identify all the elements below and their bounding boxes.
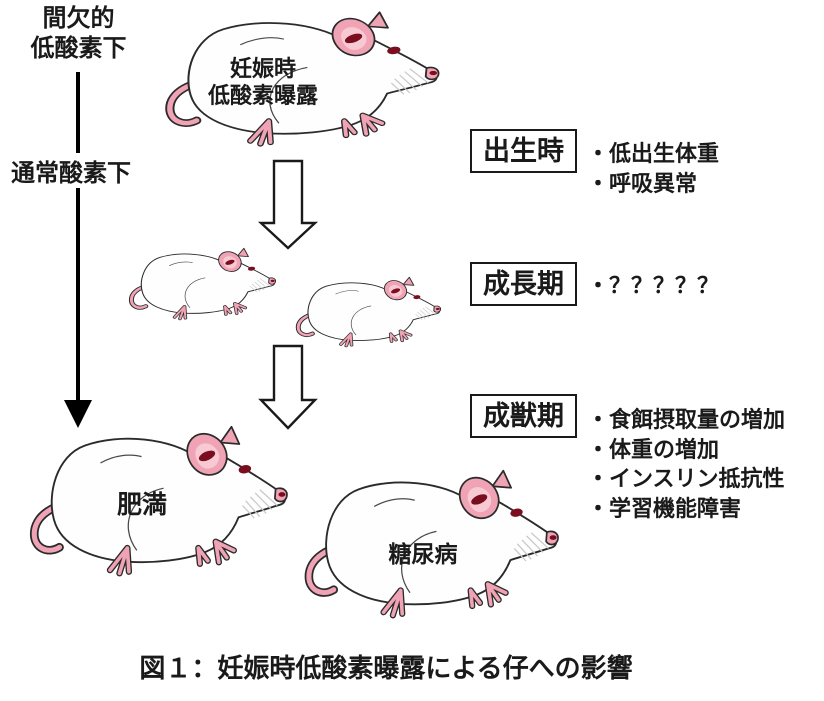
- stage-box-adult: 成獣期: [470, 394, 577, 438]
- bullet-item: ・体重の増加: [587, 436, 720, 462]
- intermittent-hypoxia-line2: 低酸素下: [30, 35, 127, 62]
- bullet-item: ・低出生体重: [587, 141, 720, 166]
- mother-rat-label-line2: 低酸素曝露: [207, 83, 318, 108]
- mother-rat-label: 妊娠時 低酸素曝露: [188, 55, 338, 109]
- diabetes-label: 糖尿病: [388, 541, 458, 567]
- bullet-item: ・学習機能障害: [587, 495, 742, 521]
- timeline-down-arrow-icon: [64, 72, 92, 428]
- bullet-item: ・？？？？？: [587, 273, 720, 298]
- normoxia-label: 通常酸素下: [9, 153, 133, 188]
- stage-box-growth: 成長期: [470, 262, 577, 306]
- intermittent-hypoxia-label: 間欠的 低酸素下: [6, 4, 151, 64]
- block-down-arrow-icon-2: [258, 344, 318, 430]
- mother-rat-label-line1: 妊娠時: [229, 56, 296, 81]
- bullet-item: ・インスリン抵抗性: [587, 466, 785, 491]
- stage-bullets-adult: ・食餌摂取量の増加 ・体重の増加 ・インスリン抵抗性 ・学習機能障害: [587, 405, 785, 523]
- bullet-item: ・呼吸異常: [587, 170, 698, 196]
- stage-bullets-birth: ・低出生体重 ・呼吸異常: [587, 139, 719, 198]
- generation-block-arrows: [257, 159, 319, 430]
- stage-title-adult: 成獣期: [483, 401, 564, 431]
- intermittent-hypoxia-line1: 間欠的: [42, 5, 115, 32]
- stage-title-birth: 出生時: [483, 136, 564, 166]
- stage-title-growth: 成長期: [483, 269, 564, 299]
- obesity-label: 肥満: [116, 491, 167, 519]
- block-down-arrow-icon-1: [257, 159, 319, 250]
- stage-bullets-growth: ・？？？？？: [587, 271, 719, 301]
- bullet-item: ・食餌摂取量の増加: [587, 407, 786, 432]
- stage-box-birth: 出生時: [470, 129, 577, 173]
- figure-caption: 図１：妊娠時低酸素曝露による仔への影響: [139, 653, 633, 683]
